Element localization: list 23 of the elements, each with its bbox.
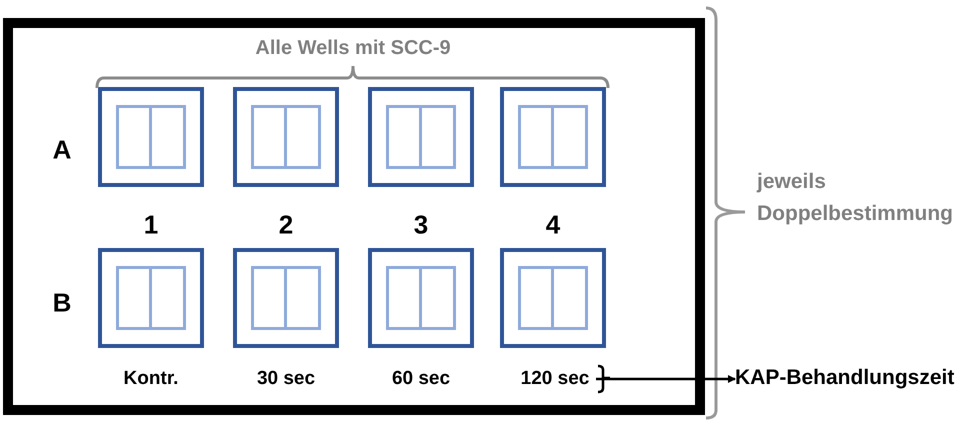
row-label: A: [52, 134, 72, 166]
well-box: [233, 87, 339, 187]
well-box: [98, 248, 204, 348]
column-number: 1: [144, 208, 158, 242]
annotation-text: KAP-Behandlungszeit: [735, 364, 967, 392]
well-box: [233, 248, 339, 348]
group-title: Alle Wells mit SCC-9: [255, 36, 451, 61]
well-box: [98, 87, 204, 187]
column-number: 4: [546, 208, 560, 242]
time-label: Kontr.: [124, 366, 178, 391]
plate-frame: [3, 18, 705, 415]
column-number: 3: [414, 208, 428, 242]
time-label: 30 sec: [256, 366, 316, 391]
well-box: [500, 248, 606, 348]
well-box: [500, 87, 606, 187]
time-label: 60 sec: [392, 366, 450, 391]
arrow: [596, 375, 736, 383]
note-text: jeweils Doppelbestimmung: [757, 169, 954, 227]
row-label: B: [52, 286, 72, 320]
well-box: [368, 87, 474, 187]
column-number: 2: [278, 208, 294, 242]
well-box: [368, 248, 474, 348]
time-label: 120 sec: [514, 365, 596, 393]
